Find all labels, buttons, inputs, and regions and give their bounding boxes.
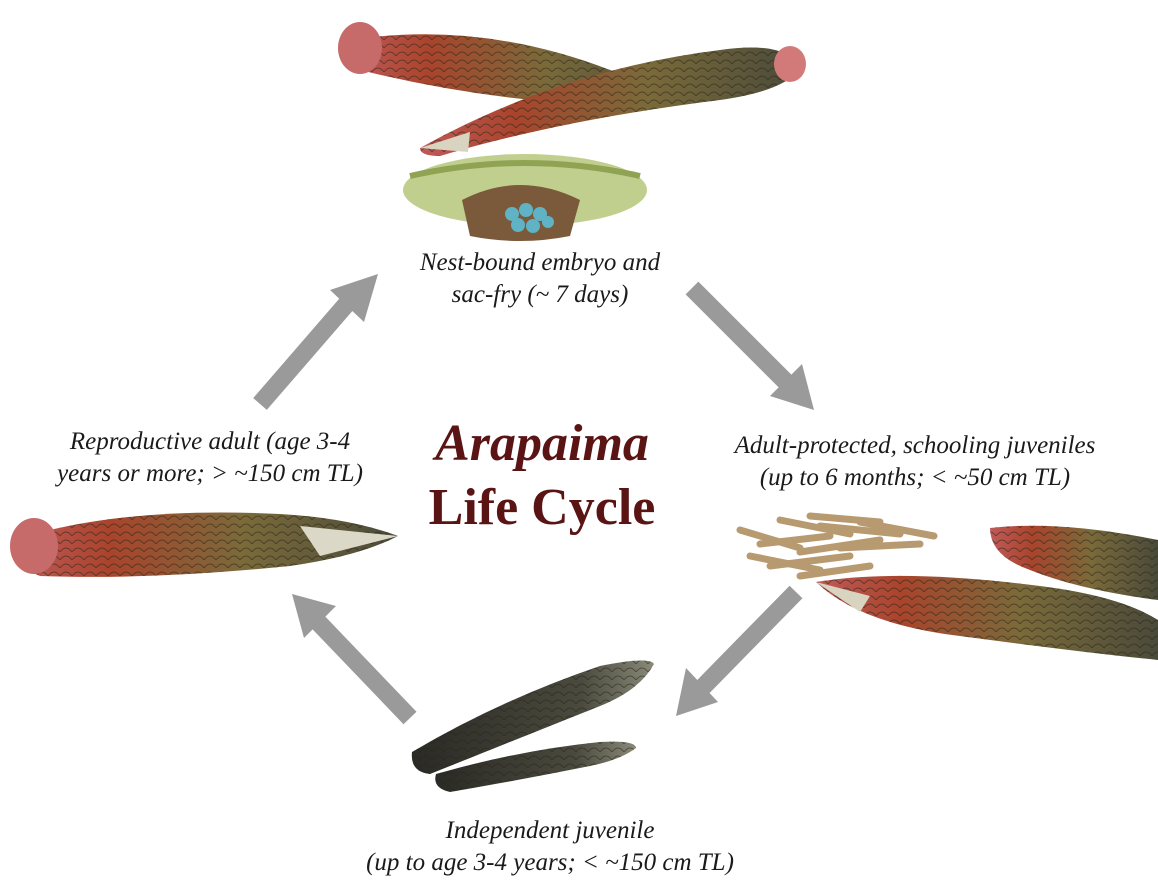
arrow-adult-to-nest	[260, 274, 378, 404]
juvenile-school	[740, 516, 934, 576]
title-line-2: Life Cycle	[392, 476, 692, 540]
arrow-independent-to-adult	[292, 594, 410, 718]
arrow-nest-to-schooling	[692, 288, 814, 410]
caption-adult-line1: Reproductive adult (age 3-4	[20, 426, 400, 458]
caption-schooling: Adult-protected, schooling juveniles (up…	[700, 430, 1130, 494]
caption-schooling-line1: Adult-protected, schooling juveniles	[700, 430, 1130, 462]
caption-nest-line1: Nest-bound embryo and	[380, 247, 700, 279]
arrow-schooling-to-independent	[676, 592, 796, 716]
caption-adult: Reproductive adult (age 3-4 years or mor…	[20, 426, 400, 490]
caption-adult-line2: years or more; > ~150 cm TL)	[20, 458, 400, 490]
caption-schooling-line2: (up to 6 months; < ~50 cm TL)	[700, 462, 1130, 494]
caption-independent: Independent juvenile (up to age 3-4 year…	[330, 815, 770, 879]
caption-independent-line1: Independent juvenile	[330, 815, 770, 847]
title-line-1: Arapaima	[392, 412, 692, 476]
caption-nest: Nest-bound embryo and sac-fry (~ 7 days)	[380, 247, 700, 311]
caption-nest-line2: sac-fry (~ 7 days)	[380, 279, 700, 311]
nest-illustration	[403, 154, 647, 241]
caption-independent-line2: (up to age 3-4 years; < ~150 cm TL)	[330, 847, 770, 879]
reproductive-adult-fish	[10, 512, 398, 576]
diagram-title: Arapaima Life Cycle	[392, 412, 692, 540]
